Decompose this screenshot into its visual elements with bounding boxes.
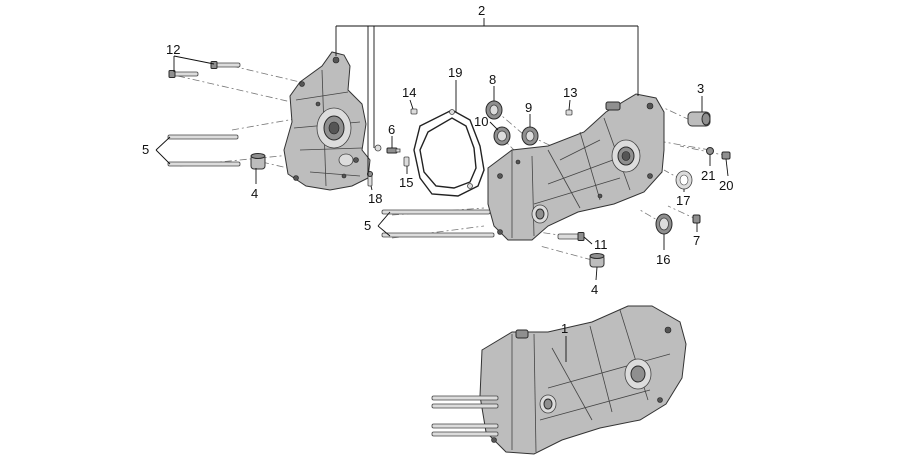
bushing-4-left bbox=[250, 153, 266, 170]
callout-11: 11 bbox=[594, 237, 608, 252]
stud-5-lower-left bbox=[167, 161, 241, 167]
pin-14 bbox=[410, 108, 418, 115]
callout-4-right: 4 bbox=[591, 282, 598, 297]
callout-5-left: 5 bbox=[142, 142, 149, 157]
callout-16: 16 bbox=[656, 252, 670, 267]
leader-lines bbox=[155, 18, 729, 362]
bolt-12-upper bbox=[210, 61, 241, 69]
callout-2: 2 bbox=[478, 3, 485, 18]
callout-labels: 2 12 5 4 14 19 8 9 10 13 6 15 18 3 21 20… bbox=[142, 3, 733, 336]
callout-18: 18 bbox=[368, 191, 382, 206]
left-crankcase-half bbox=[283, 51, 371, 191]
callout-9: 9 bbox=[525, 100, 532, 115]
callout-14: 14 bbox=[402, 85, 416, 100]
callout-19: 19 bbox=[448, 65, 462, 80]
callout-1: 1 bbox=[561, 321, 568, 336]
pin-18 bbox=[367, 171, 373, 187]
callout-5-right: 5 bbox=[364, 218, 371, 233]
fitting-21 bbox=[706, 147, 714, 155]
callout-12: 12 bbox=[166, 42, 180, 57]
bearing-8 bbox=[485, 100, 503, 120]
seal-10 bbox=[493, 126, 511, 146]
pin-15 bbox=[403, 156, 410, 167]
assembled-crankcase-1 bbox=[431, 305, 687, 455]
callout-6: 6 bbox=[388, 122, 395, 137]
callout-4-left: 4 bbox=[251, 186, 258, 201]
callout-8: 8 bbox=[489, 72, 496, 87]
callout-15: 15 bbox=[399, 175, 413, 190]
callout-3: 3 bbox=[697, 81, 704, 96]
gasket-19 bbox=[413, 109, 485, 197]
callout-21: 21 bbox=[701, 168, 715, 183]
callout-20: 20 bbox=[719, 178, 733, 193]
stud-5-lower-right bbox=[381, 232, 495, 238]
callout-17: 17 bbox=[676, 193, 690, 208]
bolt-12-lower bbox=[168, 70, 199, 78]
callout-10: 10 bbox=[474, 114, 488, 129]
stud-5-upper-right bbox=[381, 209, 491, 215]
right-crankcase-half bbox=[487, 93, 665, 241]
screw-6 bbox=[386, 147, 401, 154]
washer-17 bbox=[675, 170, 693, 190]
oil-seal-16 bbox=[655, 213, 673, 235]
pin-13 bbox=[565, 109, 573, 116]
callout-7: 7 bbox=[693, 233, 700, 248]
callout-13: 13 bbox=[563, 85, 577, 100]
bushing-4-right bbox=[589, 253, 605, 268]
bushing-3 bbox=[687, 111, 711, 127]
washer-near-18 bbox=[374, 144, 382, 152]
bolt-11 bbox=[557, 232, 585, 241]
bearing-9 bbox=[521, 126, 539, 146]
stud-5-upper-left bbox=[167, 134, 239, 140]
plug-20 bbox=[721, 151, 731, 160]
plug-7 bbox=[692, 214, 701, 224]
